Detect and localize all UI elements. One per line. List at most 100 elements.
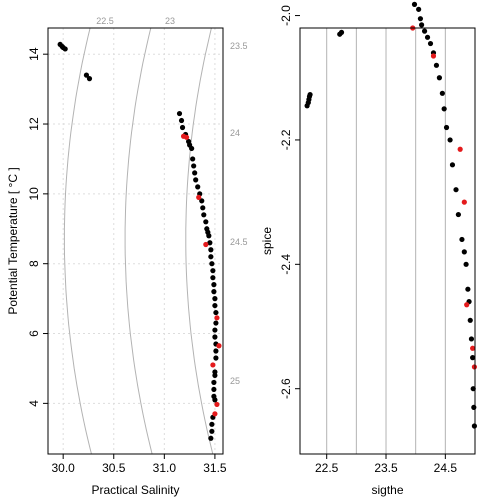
- ts-data-point: [83, 72, 90, 78]
- density-contour-label: 22.5: [96, 16, 114, 26]
- ts-y-tick-label: 14: [27, 47, 41, 61]
- spice-data-point: [338, 29, 345, 35]
- ts-x-tick-label: 30.5: [102, 461, 126, 475]
- ts-highlight-point: [196, 194, 202, 200]
- spice-data-point: [421, 28, 428, 34]
- density-contour-label: 25: [230, 376, 240, 386]
- spice-highlight-point: [457, 146, 463, 152]
- ts-data-point: [203, 219, 209, 225]
- density-contour-line: [63, 28, 92, 454]
- density-contour-label: 24: [230, 128, 240, 138]
- spice-data-point: [471, 423, 478, 429]
- spice-data-point: [424, 34, 431, 40]
- spice-data-point: [433, 62, 440, 68]
- density-contour-labels: 22.5 23 23.5 24 24.5 25: [96, 16, 247, 386]
- spice-x-tick-label: 24.5: [434, 461, 458, 475]
- ts-data-point: [179, 124, 186, 131]
- spice-data-point: [461, 249, 467, 255]
- ts-data-point: [192, 170, 198, 176]
- ts-data-point: [212, 327, 218, 333]
- ts-data-point: [201, 212, 207, 218]
- ts-data-point: [199, 198, 205, 204]
- spice-y-axis-title: spice: [260, 227, 274, 255]
- spice-data-point: [419, 22, 425, 28]
- ts-data-point: [211, 289, 217, 295]
- spice-y-tick-label: -2.2: [279, 129, 293, 150]
- spice-highlight-point: [464, 302, 470, 308]
- ts-data-point: [190, 156, 196, 162]
- spice-data-point: [441, 106, 447, 112]
- spice-data-point: [465, 286, 471, 292]
- spice-data-point: [449, 162, 456, 168]
- spice-data-point: [411, 1, 418, 7]
- spice-y-tick-label: -2.6: [279, 378, 293, 399]
- density-contour-label: 24.5: [230, 237, 248, 247]
- spice-highlight-point: [471, 364, 478, 370]
- ts-highlight-point: [216, 343, 222, 349]
- density-contours: [63, 28, 214, 454]
- ts-plot-frame: [47, 27, 224, 455]
- spice-data-point: [467, 317, 473, 323]
- spice-data-point: [463, 261, 469, 267]
- ts-highlight-point: [214, 401, 220, 408]
- ts-data-point: [210, 275, 216, 281]
- spice-data-point: [470, 355, 476, 361]
- ts-data-point: [209, 261, 215, 267]
- density-contour-line: [124, 28, 153, 454]
- ts-highlight-point: [183, 134, 190, 140]
- ts-highlight-point: [203, 241, 209, 248]
- spice-data-point: [447, 137, 453, 143]
- ts-y-tick-label: 10: [27, 187, 41, 201]
- spice-data-point: [439, 90, 445, 96]
- ts-data-point: [211, 379, 217, 386]
- spice-data-point: [436, 75, 443, 81]
- spice-x-axis-title: sigthe: [371, 483, 403, 497]
- ts-data-point: [200, 205, 206, 211]
- spice-y-axis: -2.0 -2.2 -2.4 -2.6: [279, 5, 300, 399]
- density-contour-label: 23: [165, 16, 175, 26]
- ts-data-point: [195, 184, 201, 190]
- ts-highlight-point: [210, 362, 216, 368]
- spice-data-point: [427, 40, 434, 47]
- ts-y-tick-label: 4: [27, 400, 41, 407]
- spice-y-tick-label: -2.0: [279, 5, 293, 26]
- ts-data-point: [211, 282, 217, 288]
- spice-highlight-point: [470, 345, 476, 351]
- ts-y-tick-label: 6: [27, 330, 41, 337]
- spice-data-point: [459, 236, 465, 243]
- ts-data-point: [209, 421, 215, 427]
- ts-data-point: [212, 296, 218, 302]
- ts-data-point: [208, 254, 214, 260]
- ts-data-point: [191, 163, 197, 169]
- ts-data-point: [212, 372, 218, 379]
- ts-data-point: [178, 117, 185, 124]
- ts-data-point: [213, 348, 219, 354]
- density-contour-line: [185, 28, 214, 454]
- ts-data-point: [189, 145, 195, 152]
- ts-highlight-point: [212, 411, 218, 417]
- spice-data-point: [453, 187, 459, 193]
- ts-x-tick-label: 31.0: [153, 461, 177, 475]
- ts-highlight-point: [214, 315, 220, 321]
- ts-data-point: [62, 46, 68, 52]
- ts-data-point: [213, 309, 219, 316]
- ts-data-point: [86, 76, 93, 82]
- ts-data-point: [207, 240, 213, 246]
- ts-data-point: [213, 355, 219, 361]
- ts-data-point: [211, 386, 217, 393]
- ts-x-tick-label: 31.5: [203, 461, 227, 475]
- spice-data-point: [443, 124, 450, 131]
- spice-data-point: [307, 91, 313, 98]
- spice-data-point: [417, 16, 424, 22]
- ts-x-tick-label: 30.0: [51, 461, 75, 475]
- ts-data-points: [57, 41, 222, 441]
- density-contour-label: 23.5: [230, 41, 248, 51]
- ts-data-point: [176, 110, 183, 117]
- spice-data-point: [455, 211, 461, 218]
- spice-y-tick-label: -2.4: [279, 254, 293, 275]
- spice-highlight-point: [430, 53, 437, 59]
- ts-y-tick-label: 12: [27, 117, 41, 131]
